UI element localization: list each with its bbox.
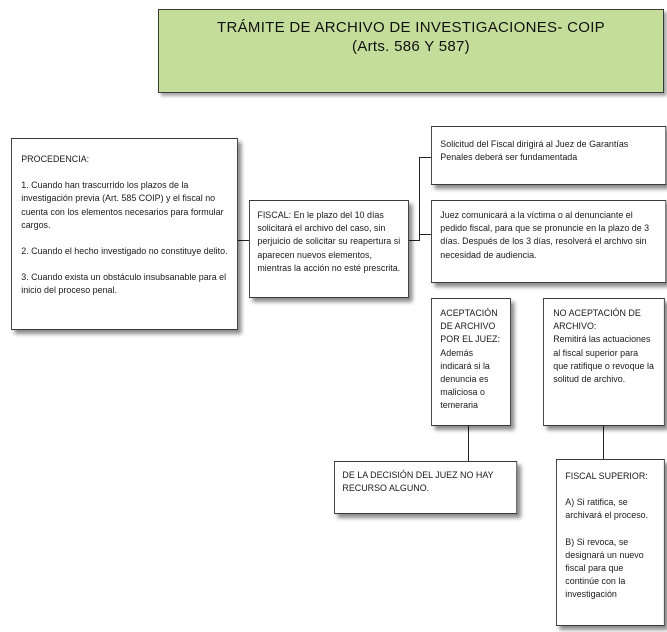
aceptacion-box: ACEPTACIÓN DE ARCHIVO POR EL JUEZ: Ademá… [431, 298, 511, 426]
solicitud-text: Solicitud del Fiscal dirigirá al Juez de… [440, 139, 629, 164]
no-aceptacion-text: Remitirá las actuaciones al fiscal super… [553, 334, 654, 386]
fiscal-superior-option-a: A) Si ratifica, se archivará el proceso. [565, 497, 649, 522]
no-aceptacion-box: NO ACEPTACIÓN DE ARCHIVO: Remitirá las a… [543, 298, 665, 426]
fiscal-superior-option-b: B) Si revoca, se designará un nuevo fisc… [565, 536, 644, 601]
fiscal-superior-heading: FISCAL SUPERIOR: [565, 471, 648, 482]
fiscal-box: FISCAL: En le plazo del 10 días solicita… [249, 200, 409, 298]
fiscal-text: FISCAL: En le plazo del 10 días solicita… [257, 210, 401, 274]
connector-fiscal-trunk [409, 240, 419, 241]
connector-trunk-vertical [419, 157, 420, 241]
title-main: TRÁMITE DE ARCHIVO DE INVESTIGACIONES- C… [217, 19, 605, 36]
connector-trunk-juez [419, 234, 431, 235]
procedencia-item-2: 2. Cuando el hecho investigado no consti… [21, 246, 228, 258]
procedencia-box: PROCEDENCIA: 1. Cuando han trascurrido l… [11, 138, 238, 330]
procedencia-item-1: 1. Cuando han trascurrido los plazos de … [21, 180, 224, 231]
juez-text: Juez comunicará a la víctima o al denunc… [440, 210, 650, 261]
aceptacion-text: Además indicará si la denuncia es malici… [440, 347, 490, 412]
solicitud-box: Solicitud del Fiscal dirigirá al Juez de… [431, 126, 667, 185]
no-aceptacion-heading: NO ACEPTACIÓN DE ARCHIVO: [553, 308, 641, 333]
procedencia-heading: PROCEDENCIA: [21, 154, 90, 165]
juez-box: Juez comunicará a la víctima o al denunc… [431, 200, 667, 283]
connector-noaceptacion-superior [603, 426, 604, 459]
procedencia-item-3: 3. Cuando exista un obstáculo insubsanab… [21, 272, 227, 297]
decision-text: DE LA DECISIÓN DEL JUEZ NO HAY RECURSO A… [342, 470, 494, 495]
connector-aceptacion-decision [468, 426, 469, 461]
title-banner: TRÁMITE DE ARCHIVO DE INVESTIGACIONES- C… [158, 9, 664, 93]
fiscal-superior-box: FISCAL SUPERIOR: A) Si ratifica, se arch… [556, 459, 665, 626]
title-articles: (Arts. 586 Y 587) [352, 38, 470, 55]
connector-trunk-solicitud [419, 157, 431, 158]
connector-procedencia-fiscal [237, 240, 249, 241]
aceptacion-heading: ACEPTACIÓN DE ARCHIVO POR EL JUEZ: [440, 308, 500, 346]
decision-box: DE LA DECISIÓN DEL JUEZ NO HAY RECURSO A… [334, 461, 518, 514]
